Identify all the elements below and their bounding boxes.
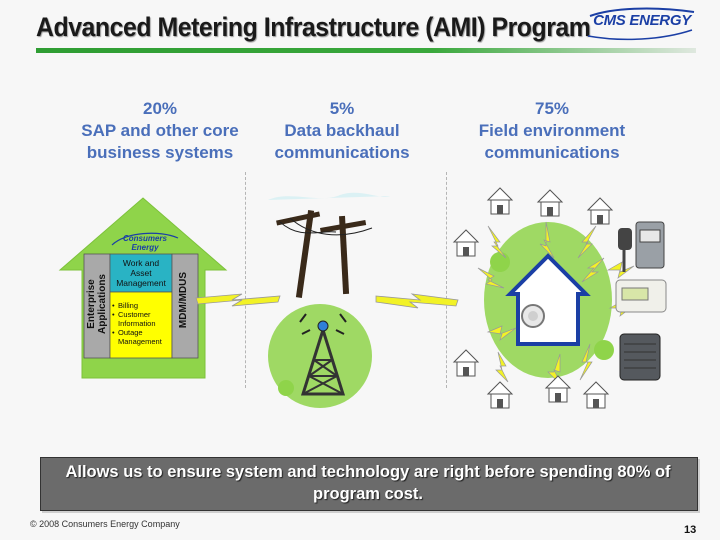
bullet-outage-management: Outage Management [112, 328, 172, 346]
connector-lightning-right [375, 293, 459, 309]
enterprise-house-icon [58, 197, 228, 379]
connector-lightning-left [195, 293, 281, 307]
enterprise-bullet-list: Billing Customer Information Outage Mana… [112, 301, 172, 346]
consumers-energy-logo: Consumers Energy [122, 234, 167, 252]
column-heading-systems: 20% SAP and other core business systems [70, 98, 250, 164]
neighborhood-houses [452, 187, 614, 409]
bullet-billing: Billing [112, 301, 172, 310]
field-lightning-bolts [477, 221, 637, 387]
field-description: Field environment communications [478, 121, 626, 162]
page-number: 13 [684, 524, 697, 536]
utility-poles-icon [268, 192, 390, 298]
field-percent: 75% [534, 99, 570, 118]
slide-title: Advanced Metering Infrastructure (AMI) P… [36, 12, 591, 42]
cms-energy-logo-text: CMS ENERGY [593, 12, 691, 29]
work-asset-management-label: Work and Asset Management [116, 258, 166, 288]
column-divider-right [446, 172, 447, 388]
systems-percent: 20% [142, 99, 178, 118]
ac-unit-icon [619, 333, 661, 381]
field-environment-icon [484, 222, 614, 378]
title-underline [36, 48, 696, 53]
radio-tower-icon [268, 304, 372, 408]
house-icon [544, 375, 572, 403]
backhaul-percent: 5% [329, 99, 355, 118]
house-icon [582, 381, 610, 409]
column-heading-field: 75% Field environment communications [462, 98, 642, 164]
house-icon [486, 381, 514, 409]
copyright-notice: © 2008 Consumers Energy Company [30, 519, 180, 529]
callout-text: Allows us to ensure system and technolog… [65, 463, 671, 503]
thermostat-icon [615, 279, 667, 313]
enterprise-applications-label: Enterprise Applications [86, 274, 108, 335]
column-divider-left [245, 172, 246, 388]
house-icon [586, 197, 614, 225]
house-icon [452, 349, 480, 377]
house-icon [452, 229, 480, 257]
cms-energy-logo [587, 7, 695, 41]
callout-box [40, 457, 698, 511]
gas-meter-icon [618, 221, 665, 272]
house-icon [486, 187, 514, 215]
systems-description: SAP and other core business systems [81, 121, 239, 162]
backhaul-description: Data backhaul communications [274, 121, 410, 162]
mdm-mdus-label: MDM/MDUS [178, 271, 189, 329]
house-icon [536, 189, 564, 217]
column-heading-backhaul: 5% Data backhaul communications [262, 98, 422, 164]
bullet-customer-information: Customer Information [112, 310, 172, 328]
